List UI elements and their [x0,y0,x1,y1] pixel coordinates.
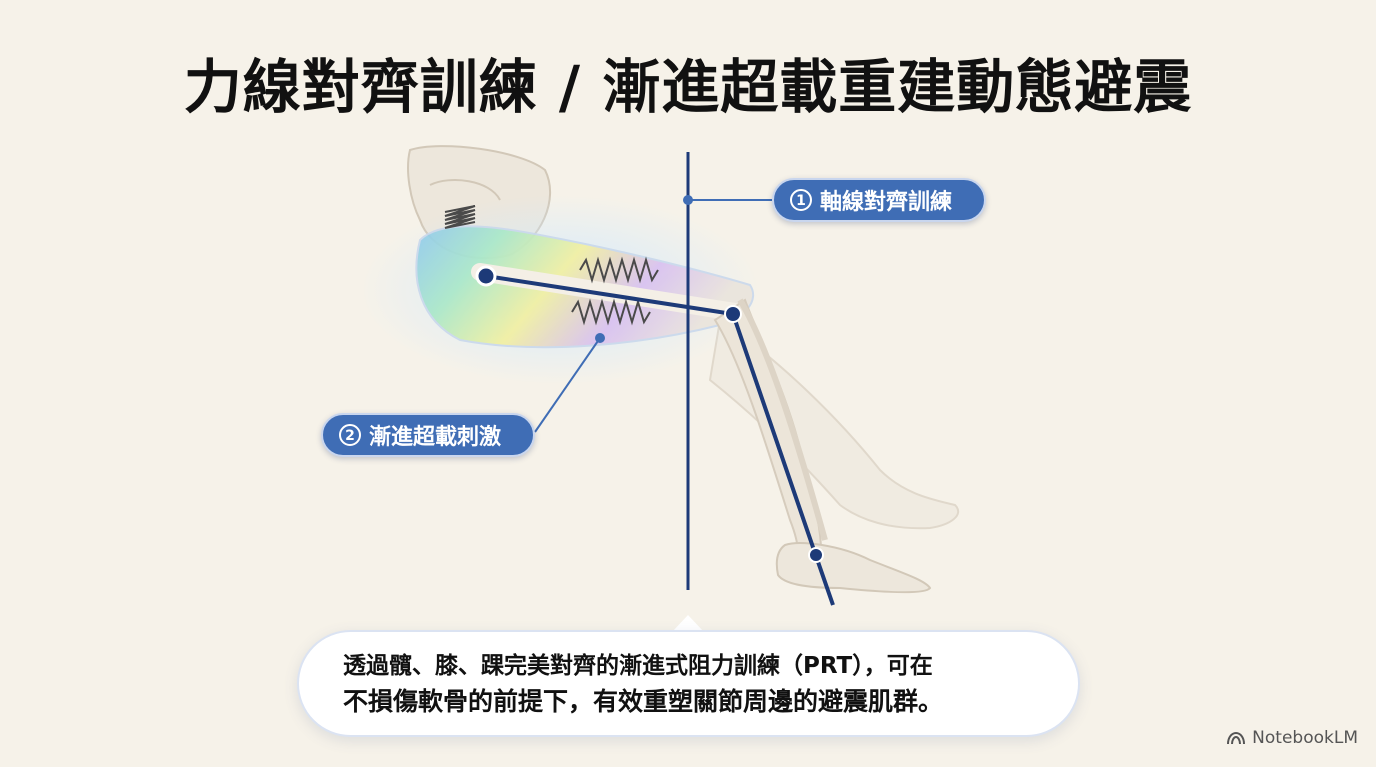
notebooklm-logo-icon [1227,731,1246,745]
alignment-line [485,274,835,606]
label-axis-alignment: 1 軸線對齊訓練 [772,178,986,222]
caption-bubble: 透過髖、膝、踝完美對齊的漸進式阻力訓練（PRT），可在 不損傷軟骨的前提下，有效… [297,630,1080,737]
brand-name: NotebookLM [1252,728,1358,748]
hip-joint-dot [475,265,497,287]
label1-number: 1 [790,189,812,211]
foot [775,542,932,594]
femur-bone [471,263,744,321]
caption-line-2: 不損傷軟骨的前提下，有效重塑關節周邊的避震肌群。 [343,687,944,716]
brand-watermark: NotebookLM [1226,728,1358,748]
label2-text: 漸進超載刺激 [369,425,502,450]
label2-anchor-dot [595,333,605,343]
label-progressive-overload: 2 漸進超載刺激 [321,413,535,457]
caption-pointer [672,615,704,632]
label1-anchor-dot [683,195,693,205]
knee-joint-dot [724,305,742,323]
spring-icon [444,205,659,326]
caption-line-1: 透過髖、膝、踝完美對齊的漸進式阻力訓練（PRT），可在 [343,653,933,679]
page-title: 力線對齊訓練 / 漸進超載重建動態避震 [183,53,1193,121]
ankle-joint-dot [808,547,824,563]
label1-text: 軸線對齊訓練 [820,190,953,215]
label2-connector [534,337,601,433]
label2-number: 2 [339,424,361,446]
